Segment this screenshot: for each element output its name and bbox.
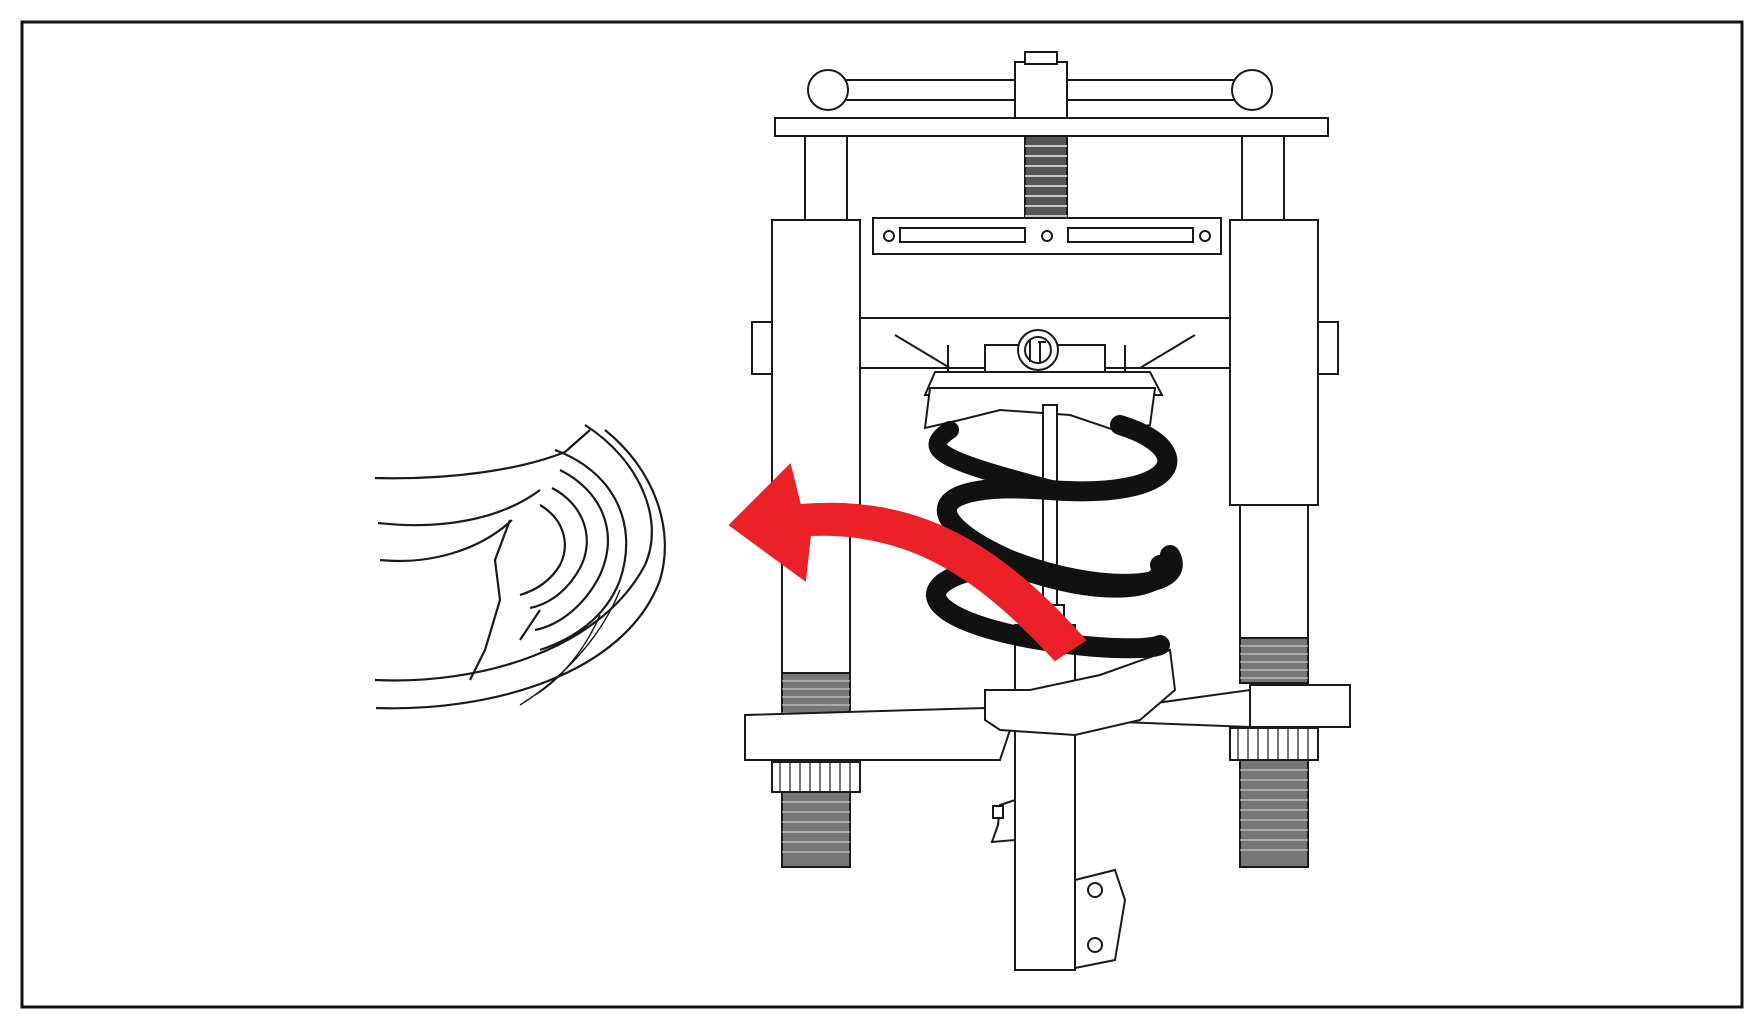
t-handle bbox=[807, 51, 1273, 121]
coil-spring bbox=[926, 415, 1183, 659]
curved-arrow-icon bbox=[728, 463, 1087, 662]
right-sleeve-tab bbox=[1317, 321, 1339, 375]
compressor-tool bbox=[744, 51, 1351, 971]
upper-spring-seat bbox=[923, 387, 1157, 434]
upper-crossbar bbox=[872, 217, 1222, 255]
left-threaded-end bbox=[781, 791, 851, 868]
right-lower-nut bbox=[1229, 727, 1319, 761]
left-lower-nut bbox=[771, 761, 861, 793]
top-plate bbox=[774, 117, 1329, 137]
left-sleeve-tab bbox=[751, 321, 773, 375]
right-threaded-end bbox=[1239, 759, 1309, 868]
left-upper-post bbox=[804, 135, 848, 222]
lower-spring-seat bbox=[984, 648, 1177, 737]
right-sleeve bbox=[1229, 219, 1319, 506]
spring-end-detail-inset bbox=[374, 424, 666, 710]
right-lower-rod bbox=[1239, 504, 1309, 684]
left-sleeve bbox=[771, 219, 861, 506]
figure-frame bbox=[20, 20, 1744, 1009]
center-screw bbox=[1024, 135, 1068, 229]
right-upper-post bbox=[1241, 135, 1285, 222]
